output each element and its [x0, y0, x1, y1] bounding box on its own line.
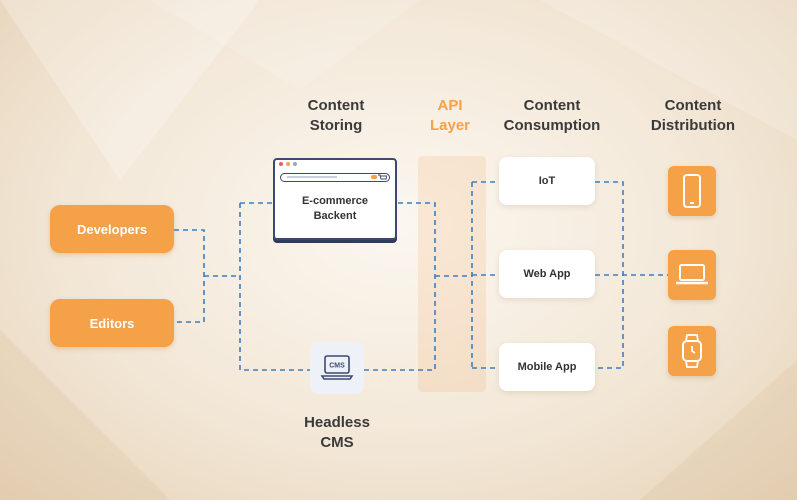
smartwatch-device — [668, 326, 716, 376]
developers-label: Developers — [76, 221, 148, 237]
iot-card: IoT — [499, 157, 595, 205]
cms-icon-text: CMS — [329, 363, 345, 370]
address-bar — [280, 173, 390, 182]
backend-label: E-commerce Backent — [301, 195, 369, 222]
cart-icon — [378, 174, 387, 180]
editors-label: Editors — [89, 315, 135, 331]
web-app-card: Web App — [499, 250, 595, 298]
mobile-app-label: Mobile App — [517, 361, 577, 373]
laptop-icon — [676, 264, 708, 285]
cms-laptop-icon-box: CMS — [310, 342, 364, 394]
smartphone-device — [668, 166, 716, 216]
editors-pill: Editors — [50, 299, 174, 347]
web-app-label: Web App — [523, 268, 571, 280]
smartwatch-icon — [682, 334, 702, 368]
developers-pill: Developers — [50, 205, 174, 253]
ecommerce-backend-window: E-commerce Backent — [273, 158, 397, 240]
cms-laptop-icon: CMS — [320, 355, 354, 380]
iot-label: IoT — [538, 175, 556, 187]
smartphone-icon — [683, 174, 701, 208]
mobile-app-card: Mobile App — [499, 343, 595, 391]
window-controls — [275, 160, 395, 171]
api-layer-bar — [418, 156, 486, 392]
laptop-device — [668, 250, 716, 300]
